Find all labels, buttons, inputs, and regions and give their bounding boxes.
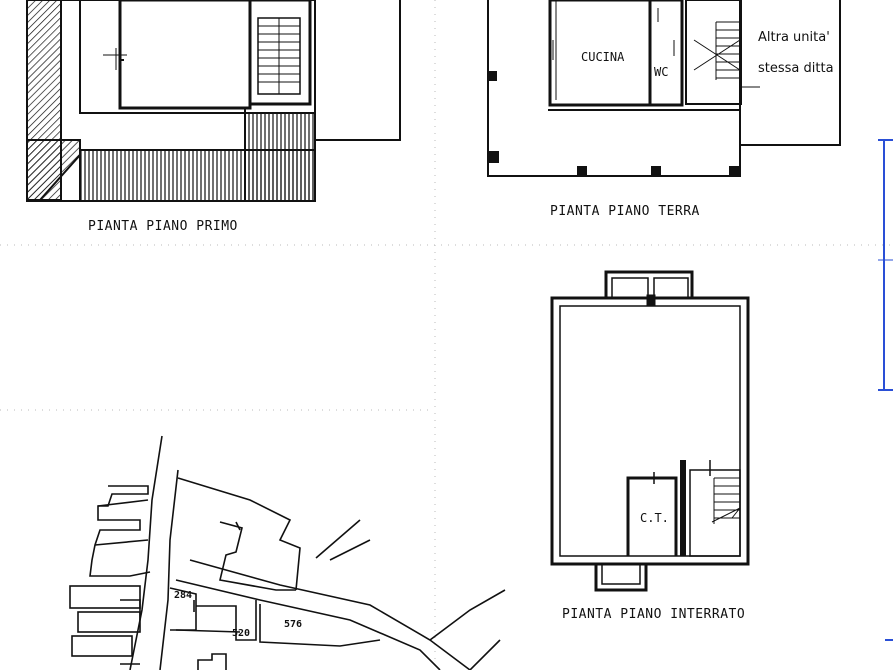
parcel-number: 520	[232, 628, 251, 639]
note-other-unit-line1: Altra unita'	[758, 30, 830, 45]
note-other-unit-line2: stessa ditta	[758, 61, 834, 76]
parcel-number: 576	[284, 619, 303, 630]
blue-margin-marks	[878, 139, 893, 641]
label-ground-floor: PIANTA PIANO TERRA	[550, 204, 700, 219]
cadastral-map	[69, 435, 506, 670]
label-basement: PIANTA PIANO INTERRATO	[562, 607, 746, 622]
room-wc: WC	[654, 65, 669, 79]
plan-first-floor	[26, 0, 401, 202]
room-kitchen: CUCINA	[581, 50, 625, 64]
label-first-floor: PIANTA PIANO PRIMO	[88, 219, 238, 234]
parcel-number: 284	[174, 590, 193, 601]
plan-basement	[550, 270, 750, 592]
room-boiler: C.T.	[640, 511, 669, 525]
plan-ground-floor	[487, 0, 841, 177]
